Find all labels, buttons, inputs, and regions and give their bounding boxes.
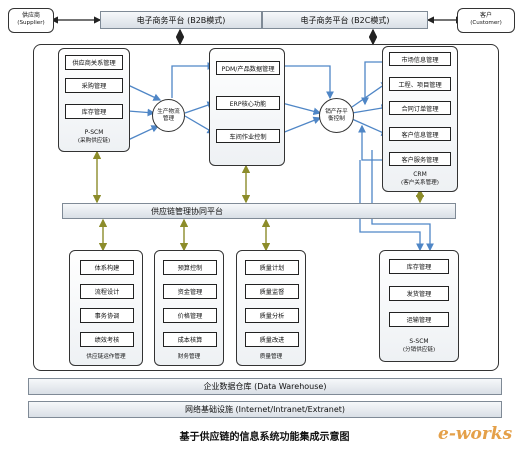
customer-label: 客户 — [479, 12, 492, 19]
production-circle-line2: 管理 — [162, 115, 175, 122]
supply-chain-ops-panel: 体系构建 流程设计 事务协调 绩效考核 供应链运作管理 — [69, 250, 143, 366]
crm-item: 市场信息管理 — [389, 52, 451, 66]
sscm-title: S-SCM — [409, 338, 429, 345]
platform-label: 供应链管理协同平台 — [151, 206, 223, 216]
sales-balance-circle: 销产存平 衡控制 — [319, 98, 354, 133]
network-infrastructure-bar: 网络基础设施 (Internet/Intranet/Extranet) — [28, 401, 502, 418]
quality-item: 质量监督 — [245, 284, 299, 299]
crm-item: 合同订单管理 — [389, 101, 451, 115]
sscm-subtitle: (分销供应链) — [402, 347, 436, 353]
sscm-panel: 库存管理 发货管理 运输管理 S-SCM (分销供应链) — [379, 250, 459, 362]
b2c-platform-label: 电子商务平台 (B2C模式) — [300, 15, 390, 25]
quality-panel: 质量计划 质量监督 质量分析 质量改进 质量管理 — [236, 250, 306, 366]
center-item: 车间作业控制 — [216, 129, 280, 143]
crm-item: 工程、项目管理 — [389, 77, 451, 91]
b2b-platform-bar: 电子商务平台 (B2B模式) — [100, 11, 262, 29]
sscm-item: 运输管理 — [389, 312, 449, 327]
center-item: ERP核心功能 — [216, 96, 280, 110]
supplier-label: 供应商 — [21, 12, 40, 19]
data-warehouse-bar: 企业数据仓库 (Data Warehouse) — [28, 378, 502, 395]
crm-item: 客户服务管理 — [389, 152, 451, 166]
scm-collaboration-platform: 供应链管理协同平台 — [62, 203, 456, 219]
quality-item: 质量分析 — [245, 308, 299, 323]
quality-item: 质量改进 — [245, 332, 299, 347]
diagram-caption: 基于供应链的信息系统功能集成示意图 — [179, 432, 350, 443]
enterprise-frame — [33, 44, 499, 371]
pscm-item: 库存管理 — [65, 104, 123, 119]
quality-item: 质量计划 — [245, 260, 299, 275]
finance-item: 资金管理 — [163, 284, 217, 299]
ework-watermark: e-works — [438, 424, 513, 444]
ops-item: 流程设计 — [80, 284, 134, 299]
finance-label: 财务管理 — [177, 354, 201, 360]
ops-item: 体系构建 — [80, 260, 134, 275]
crm-subtitle: (客户关系管理) — [401, 180, 439, 186]
sales-circle-line2: 衡控制 — [328, 115, 345, 122]
pscm-item: 采购管理 — [65, 78, 123, 93]
pscm-panel: 供应商关系管理 采购管理 库存管理 P-SCM (采购供应链) — [58, 48, 130, 152]
pscm-item: 供应商关系管理 — [65, 55, 123, 70]
supplier-box: 供应商 (Supplier) — [8, 8, 54, 33]
network-infrastructure-label: 网络基础设施 (Internet/Intranet/Extranet) — [184, 405, 346, 414]
sales-circle-line1: 销产存平 — [325, 108, 348, 115]
supplier-english-label: (Supplier) — [17, 20, 45, 26]
finance-item: 成本核算 — [163, 332, 217, 347]
crm-item: 客户信息管理 — [389, 127, 451, 141]
crm-title: CRM — [413, 171, 427, 178]
quality-label: 质量管理 — [259, 354, 283, 360]
customer-english-label: (Customer) — [470, 20, 502, 26]
finance-item: 预算控制 — [163, 260, 217, 275]
crm-panel: 市场信息管理 工程、项目管理 合同订单管理 客户信息管理 客户服务管理 CRM … — [382, 46, 458, 192]
erp-panel: PDM/产品数据管理 ERP核心功能 车间作业控制 — [209, 48, 285, 166]
b2c-platform-bar: 电子商务平台 (B2C模式) — [262, 11, 428, 29]
production-circle-line1: 生产物流 — [157, 108, 180, 115]
sscm-item: 库存管理 — [389, 259, 449, 274]
customer-box: 客户 (Customer) — [457, 8, 515, 33]
ops-label: 供应链运作管理 — [86, 354, 126, 360]
production-logistics-circle: 生产物流 管理 — [152, 99, 185, 132]
pscm-title: P-SCM — [84, 129, 104, 136]
sscm-item: 发货管理 — [389, 286, 449, 301]
ops-item: 绩效考核 — [80, 332, 134, 347]
pscm-subtitle: (采购供应链) — [77, 138, 111, 144]
data-warehouse-label: 企业数据仓库 (Data Warehouse) — [203, 382, 327, 391]
finance-item: 价格管理 — [163, 308, 217, 323]
center-item: PDM/产品数据管理 — [216, 61, 280, 75]
finance-panel: 预算控制 资金管理 价格管理 成本核算 财务管理 — [154, 250, 224, 366]
ops-item: 事务协调 — [80, 308, 134, 323]
b2b-platform-label: 电子商务平台 (B2B模式) — [136, 15, 226, 25]
